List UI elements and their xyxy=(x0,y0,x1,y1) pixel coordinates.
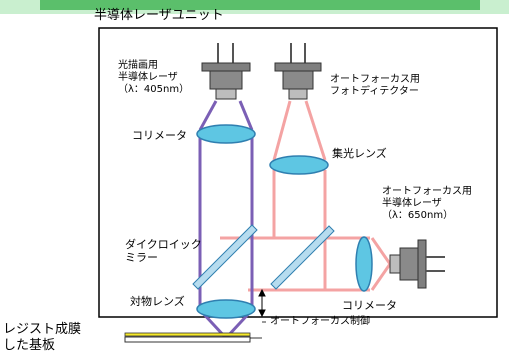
af-laser-label: オートフォーカス用 半導体レーザ （λ：650nm） xyxy=(382,186,472,221)
af-control-arrows xyxy=(258,288,266,318)
dichroic-mirror xyxy=(192,224,258,290)
af-control-label: オートフォーカス制御 xyxy=(270,316,370,327)
af-detector-label: オートフォーカス用 フォトディテクター xyxy=(330,74,420,97)
drawing-laser-diode xyxy=(201,43,251,100)
dichroic-mirror-label: ダイクロイック ミラー xyxy=(125,238,202,264)
objective-lens xyxy=(196,299,256,319)
unit-title: 半導体レーザユニット xyxy=(94,8,224,23)
collimator-lens-top xyxy=(196,124,256,144)
laser-unit-box xyxy=(98,27,498,318)
condenser-lens-label: 集光レンズ xyxy=(332,147,387,160)
beam-splitter-mirror xyxy=(270,225,335,290)
header-band xyxy=(0,0,509,14)
substrate xyxy=(124,332,251,343)
collimator-lens-right xyxy=(355,236,373,292)
objective-lens-label: 対物レンズ xyxy=(130,295,185,308)
drawing-laser-label: 光描画用 半導体レーザ （λ：405nm） xyxy=(118,60,190,95)
header-band-bar xyxy=(40,0,480,10)
condenser-lens xyxy=(269,155,329,175)
af-laser-diode xyxy=(389,239,445,289)
af-photodetector xyxy=(274,43,322,100)
leader-lines xyxy=(250,321,266,339)
collimator-top-label: コリメータ xyxy=(132,129,187,142)
collimator-right-label: コリメータ xyxy=(342,299,397,312)
substrate-label: レジスト成膜 した基板 xyxy=(3,322,82,353)
